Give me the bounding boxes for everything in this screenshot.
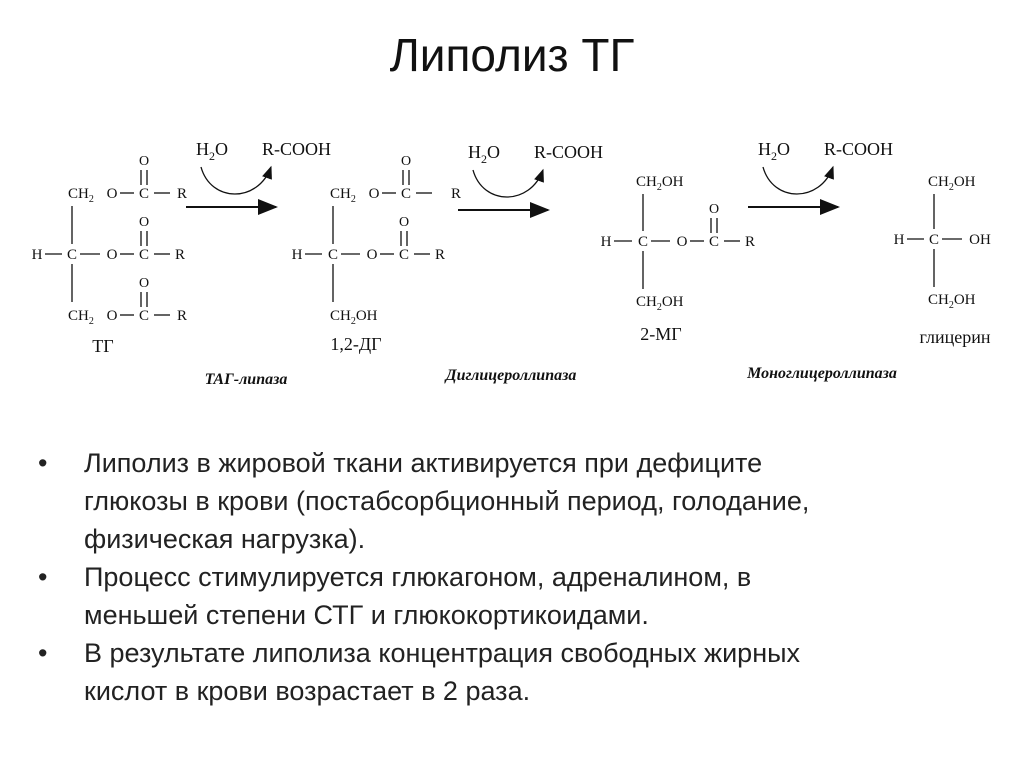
hydroxyl: OH bbox=[969, 232, 991, 248]
ch2-group: CH2OH bbox=[928, 174, 976, 193]
bullet-item: • Липолиз в жировой ткани активируется пр… bbox=[38, 444, 998, 558]
r-group: R bbox=[451, 186, 461, 202]
glycerol-label: глицерин bbox=[920, 327, 991, 347]
bullet-text-line: Липолиз в жировой ткани активируется при… bbox=[84, 448, 763, 478]
central-carbon: C bbox=[328, 247, 338, 263]
carbonyl-oxygen: O bbox=[139, 276, 149, 291]
slide-title: Липолиз ТГ bbox=[389, 29, 635, 81]
bullet-text-line: физическая нагрузка). bbox=[84, 524, 366, 554]
bullet-marker: • bbox=[38, 638, 48, 668]
bullet-marker: • bbox=[38, 562, 48, 592]
bullet-item: • В результате липолиза концентрация своб… bbox=[38, 634, 998, 710]
carbonyl-oxygen: O bbox=[139, 154, 149, 169]
ch2-group: CH2OH bbox=[636, 294, 684, 313]
ester-oxygen: O bbox=[107, 186, 118, 202]
product-acid-label: R-COOH bbox=[824, 139, 893, 159]
water-label: H2O bbox=[468, 142, 500, 166]
r-group: R bbox=[177, 186, 187, 202]
bullet-list: • Липолиз в жировой ткани активируется пр… bbox=[38, 444, 998, 710]
mg-label: 2-МГ bbox=[640, 324, 681, 344]
product-acid-label: R-COOH bbox=[534, 142, 603, 162]
r-group: R bbox=[435, 247, 445, 263]
ch2-group: CH2OH bbox=[928, 292, 976, 311]
hydrogen: H bbox=[32, 247, 43, 263]
carbonyl-oxygen: O bbox=[399, 215, 409, 230]
bullet-text-line: Процесс стимулируется глюкагоном, адрена… bbox=[84, 562, 752, 592]
ch2-group: CH2 bbox=[330, 186, 356, 205]
enzyme-tag-lipase: ТАГ-липаза bbox=[205, 371, 288, 388]
bullet-marker: • bbox=[38, 448, 48, 478]
ester-oxygen: O bbox=[107, 247, 118, 263]
tg-label: ТГ bbox=[92, 336, 113, 356]
carbonyl-carbon: C bbox=[399, 247, 409, 263]
bullet-text-line: кислот в крови возрастает в 2 раза. bbox=[84, 676, 531, 706]
ester-oxygen: O bbox=[107, 308, 118, 324]
ch2-group: CH2OH bbox=[636, 174, 684, 193]
r-group: R bbox=[177, 308, 187, 324]
water-label: H2O bbox=[196, 139, 228, 163]
hydrogen: H bbox=[894, 232, 905, 248]
bullet-text-line: меньшей степени СТГ и глюкокортикоидами. bbox=[84, 600, 649, 630]
carbonyl-carbon: C bbox=[709, 234, 719, 250]
bullet-item: • Процесс стимулируется глюкагоном, адрен… bbox=[38, 558, 998, 634]
carbonyl-carbon: C bbox=[139, 247, 149, 263]
ch2-group: CH2 bbox=[68, 186, 94, 205]
carbonyl-oxygen: O bbox=[139, 215, 149, 230]
carbonyl-carbon: C bbox=[139, 308, 149, 324]
carbonyl-oxygen: O bbox=[401, 154, 411, 169]
r-group: R bbox=[175, 247, 185, 263]
central-carbon: C bbox=[638, 234, 648, 250]
ester-oxygen: O bbox=[677, 234, 688, 250]
curved-arrow bbox=[200, 165, 272, 195]
ch2-group: CH2OH bbox=[330, 308, 378, 327]
curved-arrow bbox=[472, 168, 544, 198]
central-carbon: C bbox=[929, 232, 939, 248]
hydrogen: H bbox=[601, 234, 612, 250]
ester-oxygen: O bbox=[369, 186, 380, 202]
water-label: H2O bbox=[758, 139, 790, 163]
carbonyl-oxygen: O bbox=[709, 202, 719, 217]
ch2-group: CH2 bbox=[68, 308, 94, 327]
bullet-text-line: глюкозы в крови (постабсорбционный перио… bbox=[84, 486, 810, 516]
enzyme-diglyceride-lipase: Диглицероллипаза bbox=[444, 367, 577, 384]
ester-oxygen: O bbox=[367, 247, 378, 263]
bullet-text-line: В результате липолиза концентрация свобо… bbox=[84, 638, 801, 668]
r-group: R bbox=[745, 234, 755, 250]
curved-arrow bbox=[762, 165, 834, 195]
carbonyl-carbon: C bbox=[139, 186, 149, 202]
product-acid-label: R-COOH bbox=[262, 139, 331, 159]
dg-label: 1,2-ДГ bbox=[330, 334, 381, 354]
hydrogen: H bbox=[292, 247, 303, 263]
central-carbon: C bbox=[67, 247, 77, 263]
enzyme-monoglyceride-lipase: Моноглицероллипаза bbox=[746, 365, 897, 382]
carbonyl-carbon: C bbox=[401, 186, 411, 202]
